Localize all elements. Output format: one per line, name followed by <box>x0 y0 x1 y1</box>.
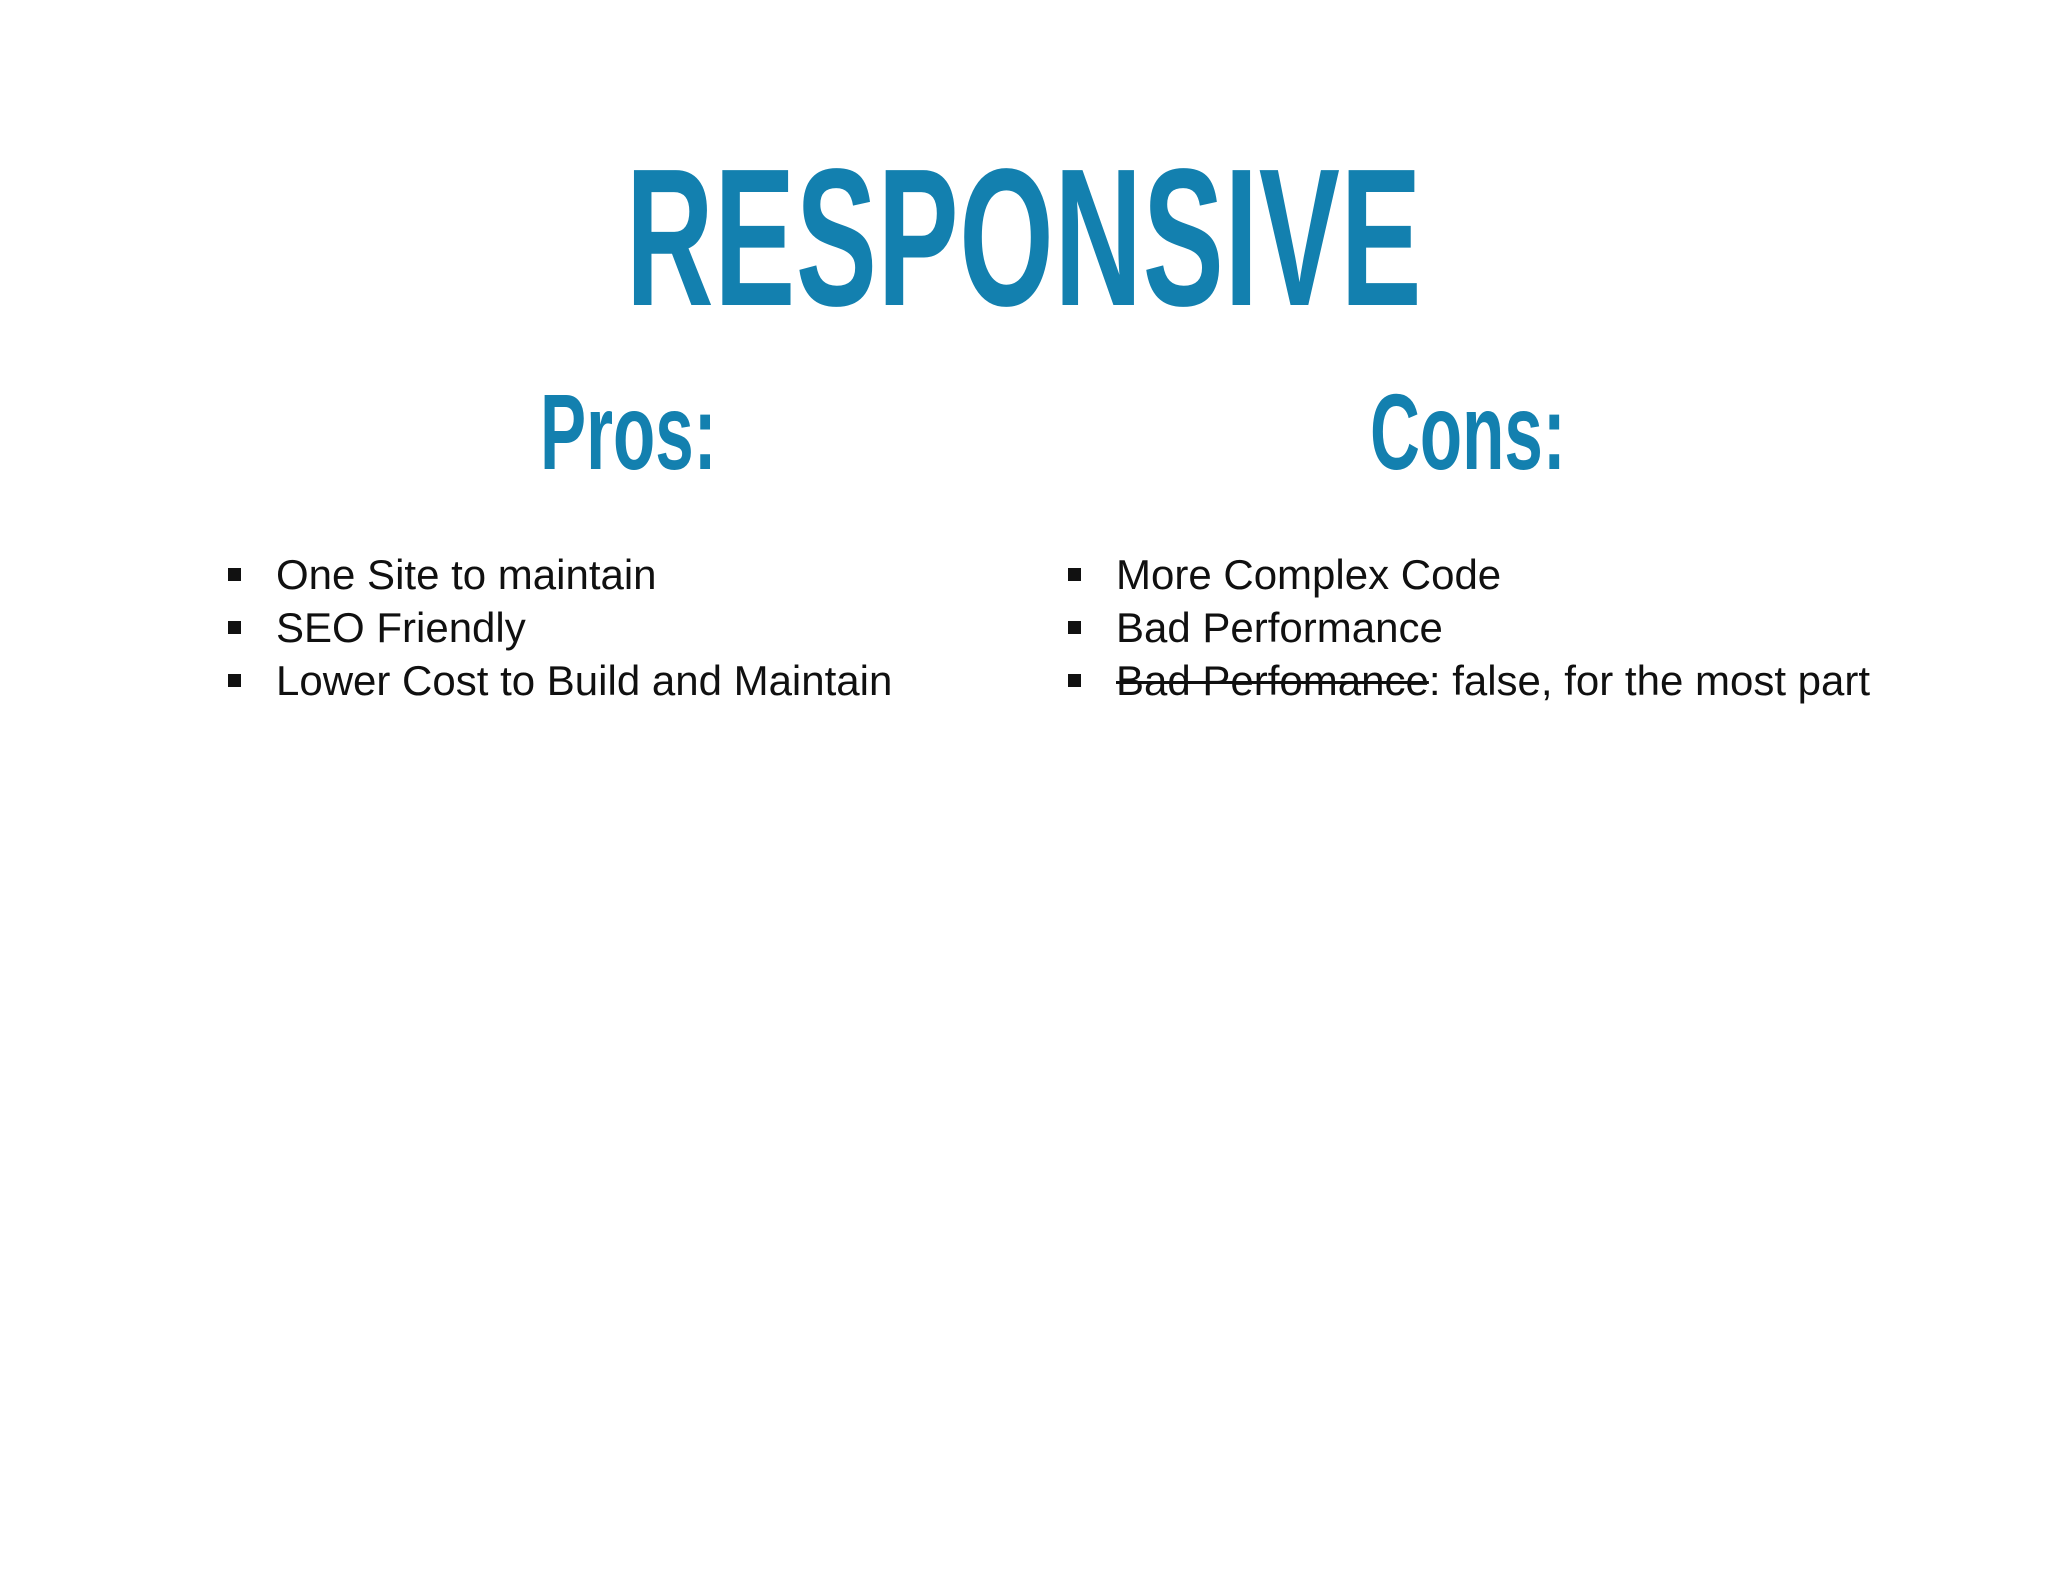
list-item: SEO Friendly <box>228 601 1108 654</box>
square-bullet-icon <box>1068 568 1081 581</box>
list-item-label: One Site to maintain <box>276 551 657 598</box>
column-heading-pros: Pros: <box>540 371 717 492</box>
list-item: One Site to maintain <box>228 548 1108 601</box>
square-bullet-icon <box>228 621 241 634</box>
page-title: RESPONSIVE <box>625 128 1423 347</box>
column-heading-cons: Cons: <box>1370 371 1566 492</box>
cons-list: More Complex Code Bad Performance Bad Pe… <box>1068 548 2008 707</box>
list-item-struck-text: Bad Perfomance <box>1116 657 1429 704</box>
list-item: Bad Perfomance: false, for the most part <box>1068 654 2008 707</box>
list-item-label: Lower Cost to Build and Maintain <box>276 657 893 704</box>
list-item-label: Bad Performance <box>1116 604 1443 651</box>
square-bullet-icon <box>228 674 241 687</box>
pros-list: One Site to maintain SEO Friendly Lower … <box>228 548 1108 707</box>
square-bullet-icon <box>1068 674 1081 687</box>
square-bullet-icon <box>228 568 241 581</box>
list-item: Bad Performance <box>1068 601 2008 654</box>
list-item-rest-text: : false, for the most part <box>1428 657 1871 704</box>
list-item: More Complex Code <box>1068 548 2008 601</box>
list-item-label: More Complex Code <box>1116 551 1502 598</box>
square-bullet-icon <box>1068 621 1081 634</box>
list-item: Lower Cost to Build and Maintain <box>228 654 1108 707</box>
list-item-label: SEO Friendly <box>276 604 526 651</box>
